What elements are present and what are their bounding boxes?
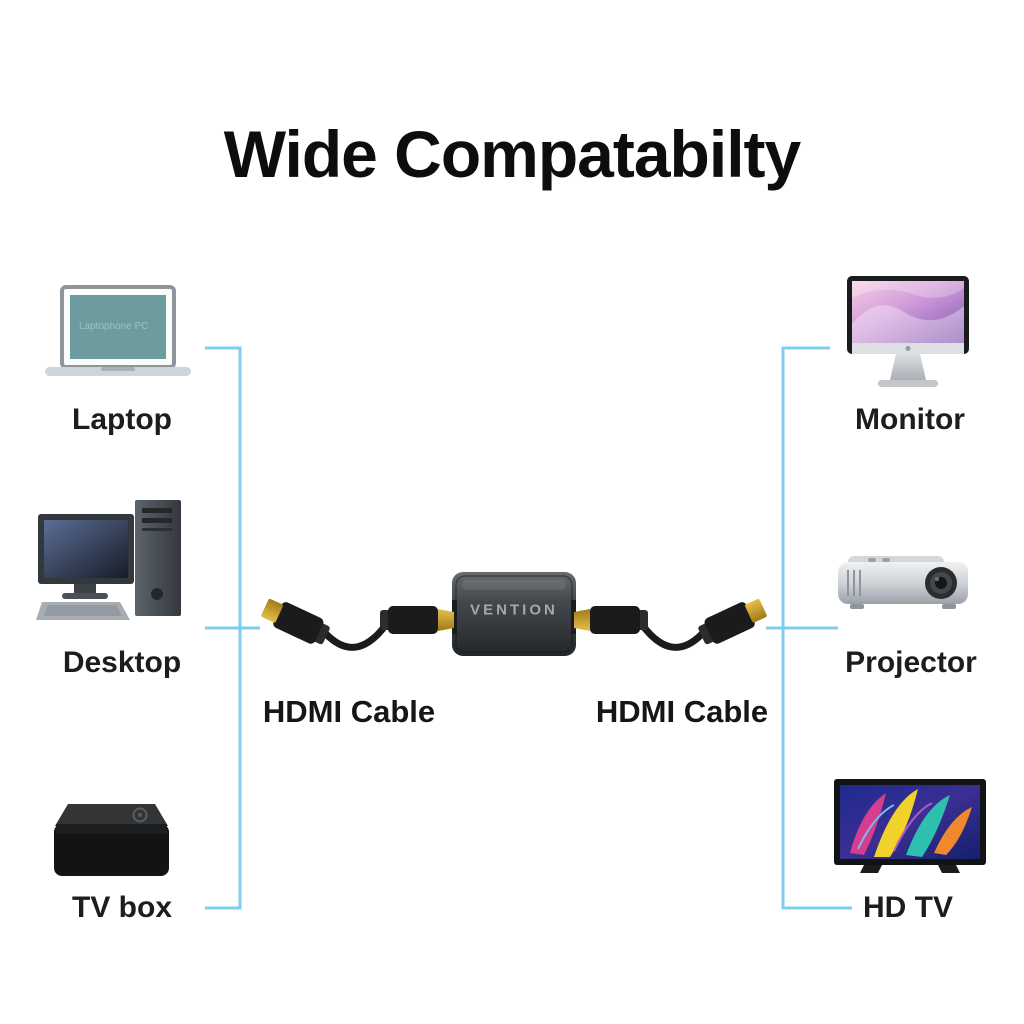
tvbox-logo-dot [138, 813, 142, 817]
cable-plug-outer [698, 598, 767, 645]
projector-lens-glint [935, 577, 939, 581]
monitor-screen-highlight [852, 281, 964, 298]
projector-foot [850, 604, 864, 609]
tvbox-body [54, 824, 169, 876]
cable-plug-inner [380, 606, 454, 634]
projector-label: Projector [845, 646, 977, 679]
cable-plug-outer [261, 598, 330, 645]
monitor-stand [890, 354, 926, 380]
tvbox-icon [54, 804, 169, 876]
cable-cord [322, 618, 392, 651]
laptop-base [45, 367, 191, 376]
hdtv-label: HD TV [863, 891, 953, 924]
projector-vents [847, 570, 861, 596]
laptop-screen-text: Laptophone PC [79, 321, 149, 332]
hdmi-cable-right-icon [574, 598, 767, 651]
desktop-monitor-neck [74, 584, 96, 593]
plug-strain-relief [312, 622, 330, 645]
hdtv-leg [860, 865, 882, 873]
tvbox-edge [56, 824, 167, 834]
hdtv-feather-orange [934, 807, 972, 855]
hdtv-feather-yellow [874, 789, 918, 857]
laptop-trackpad-notch [101, 367, 135, 371]
hdtv-feather-stem [857, 804, 895, 850]
coupler-brand-text: VENTION [470, 601, 558, 619]
tower-drive-slot [142, 518, 172, 523]
tvbox-logo-ring [132, 807, 148, 823]
desktop-monitor-screen [44, 520, 128, 578]
monitor-logo [905, 346, 911, 351]
coupler-port-right [571, 600, 576, 634]
tower-drive-slot [142, 508, 172, 513]
monitor-label: Monitor [855, 403, 965, 436]
coupler-highlight [462, 580, 566, 590]
cable-cord [636, 618, 706, 651]
hdmi-cable-left-icon [261, 598, 454, 651]
plug-body [590, 606, 640, 634]
coupler-port-left [452, 600, 457, 634]
projector-icon [838, 556, 968, 609]
plug-body [273, 602, 324, 644]
desktop-icon [36, 500, 181, 620]
cable-plug-inner [574, 606, 648, 634]
laptop-icon: Laptophone PC [45, 285, 191, 376]
hdtv-feather-teal [906, 795, 950, 857]
monitor-icon [847, 276, 969, 387]
hdtv-feather-pink [850, 793, 886, 855]
plug-gold-tip [745, 598, 767, 623]
hdmi-cable-left-label: HDMI Cable [262, 694, 436, 729]
hdtv-icon [834, 779, 986, 873]
tower-power-button [151, 588, 163, 600]
plug-body [704, 602, 755, 644]
coupler-body [452, 572, 576, 656]
hdmi-coupler-icon [452, 572, 576, 656]
desktop-label: Desktop [62, 646, 182, 679]
plug-strain-relief [698, 622, 716, 645]
tower-vent [142, 528, 172, 531]
projector-button [868, 558, 876, 562]
connector-lines [205, 346, 852, 910]
monitor-screen [852, 281, 964, 343]
tvbox-top [55, 804, 168, 826]
hdtv-leg [938, 865, 960, 873]
plug-gold-tip [438, 609, 454, 631]
laptop-screen [70, 295, 166, 359]
projector-button [882, 558, 890, 562]
page-title: Wide Compatabilty [223, 117, 801, 191]
hdtv-feather-stem [893, 802, 933, 852]
monitor-base [878, 380, 938, 387]
desktop-keyboard-keys [44, 605, 122, 616]
hdmi-cable-right-label: HDMI Cable [595, 694, 769, 729]
monitor-screen-swirl [852, 305, 964, 343]
plug-body [388, 606, 438, 634]
laptop-label: Laptop [72, 403, 172, 436]
desktop-monitor-base [62, 593, 108, 599]
plug-gold-tip [261, 598, 283, 623]
projector-foot [942, 604, 956, 609]
plug-gold-tip [574, 609, 590, 631]
tvbox-label: TV box [71, 891, 173, 924]
